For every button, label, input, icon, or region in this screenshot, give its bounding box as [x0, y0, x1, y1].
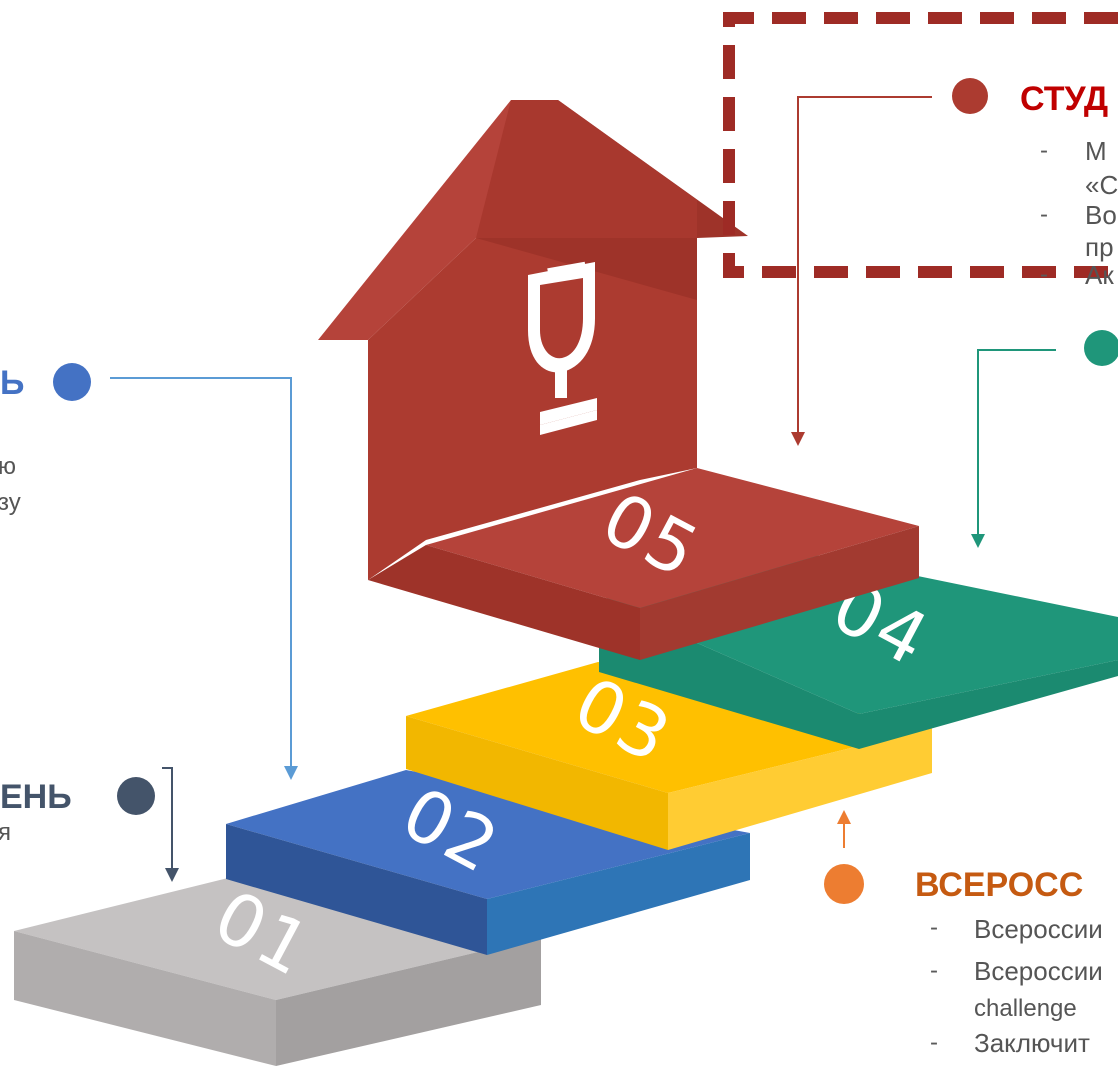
bullet-dash: - [930, 1029, 938, 1056]
all-russian-bullet-1: Всероссии [974, 914, 1103, 944]
blue-level: Ь ю зу [0, 363, 298, 780]
teal-connector [977, 349, 1056, 534]
bullet-dash: - [1040, 201, 1048, 228]
step-01-top [14, 877, 541, 1000]
student-level: СТУД - М «С - Во пр - Ак [791, 78, 1118, 446]
blue-level-dot [53, 363, 91, 401]
navy-level-dot [117, 777, 155, 815]
step-05-top [426, 468, 919, 608]
student-level-title: СТУД [1020, 80, 1108, 118]
step-03-front-right [668, 728, 932, 850]
step-05-front-right [640, 526, 919, 660]
step-01-front-left [14, 931, 276, 1066]
navy-level-title: ЕНЬ [0, 778, 72, 816]
navy-level-line-1: я [0, 819, 11, 846]
all-russian-level-title: ВСЕРОСС [915, 866, 1083, 904]
navy-arrow-head [165, 868, 179, 882]
step-01: 01 [14, 874, 541, 1066]
step-05: 05 [318, 100, 919, 660]
blue-connector [110, 377, 292, 766]
step-02-top [226, 770, 750, 899]
bullet-dash: - [930, 914, 938, 941]
step-05-front-left [368, 545, 640, 660]
student-bullet-2: Во [1085, 200, 1117, 230]
trophy-icon [528, 261, 597, 435]
bullet-dash: - [930, 957, 938, 984]
step-04-front [599, 600, 1118, 749]
step-01-front-right [276, 937, 541, 1066]
student-bullet-3: Ак [1085, 260, 1114, 290]
teal-arrow-head [971, 534, 985, 548]
bullet-dash: - [1040, 261, 1048, 288]
student-bullet-1-cont: «С [1085, 170, 1118, 200]
student-bullet-2-cont: пр [1085, 232, 1114, 262]
blue-arrow-head [284, 766, 298, 780]
bullet-dash: - [1040, 137, 1048, 164]
student-level-dot [952, 78, 988, 114]
blue-level-line-2: зу [0, 489, 21, 516]
all-russian-level-dot [824, 864, 864, 904]
teal-level-dot [1084, 330, 1118, 366]
step-05-house-wall [368, 238, 697, 580]
all-russian-level: ВСЕРОСС - Всероссии - Всероссии challeng… [824, 810, 1103, 1058]
step-02-front-left [226, 824, 487, 955]
student-arrow-head [791, 432, 805, 446]
navy-level: ЕНЬ я [0, 767, 179, 882]
step-02-front-right [487, 833, 750, 955]
student-level-frame [723, 12, 1118, 278]
step-02: 02 [226, 770, 750, 955]
teal-level [971, 330, 1118, 548]
step-03-front-left [406, 716, 668, 850]
blue-level-line-1: ю [0, 453, 16, 480]
step-03-top [406, 662, 932, 793]
blue-level-title: Ь [0, 364, 24, 402]
all-russian-bullet-2: Всероссии [974, 956, 1103, 986]
student-connector [797, 96, 932, 432]
all-russian-arrow-head [837, 810, 851, 824]
student-bullet-1: М [1085, 136, 1107, 166]
navy-connector [162, 767, 173, 870]
all-russian-bullet-3: Заключит [974, 1028, 1090, 1058]
step-05-roof-front [476, 100, 697, 238]
all-russian-bullet-2-cont: challenge [974, 995, 1077, 1022]
